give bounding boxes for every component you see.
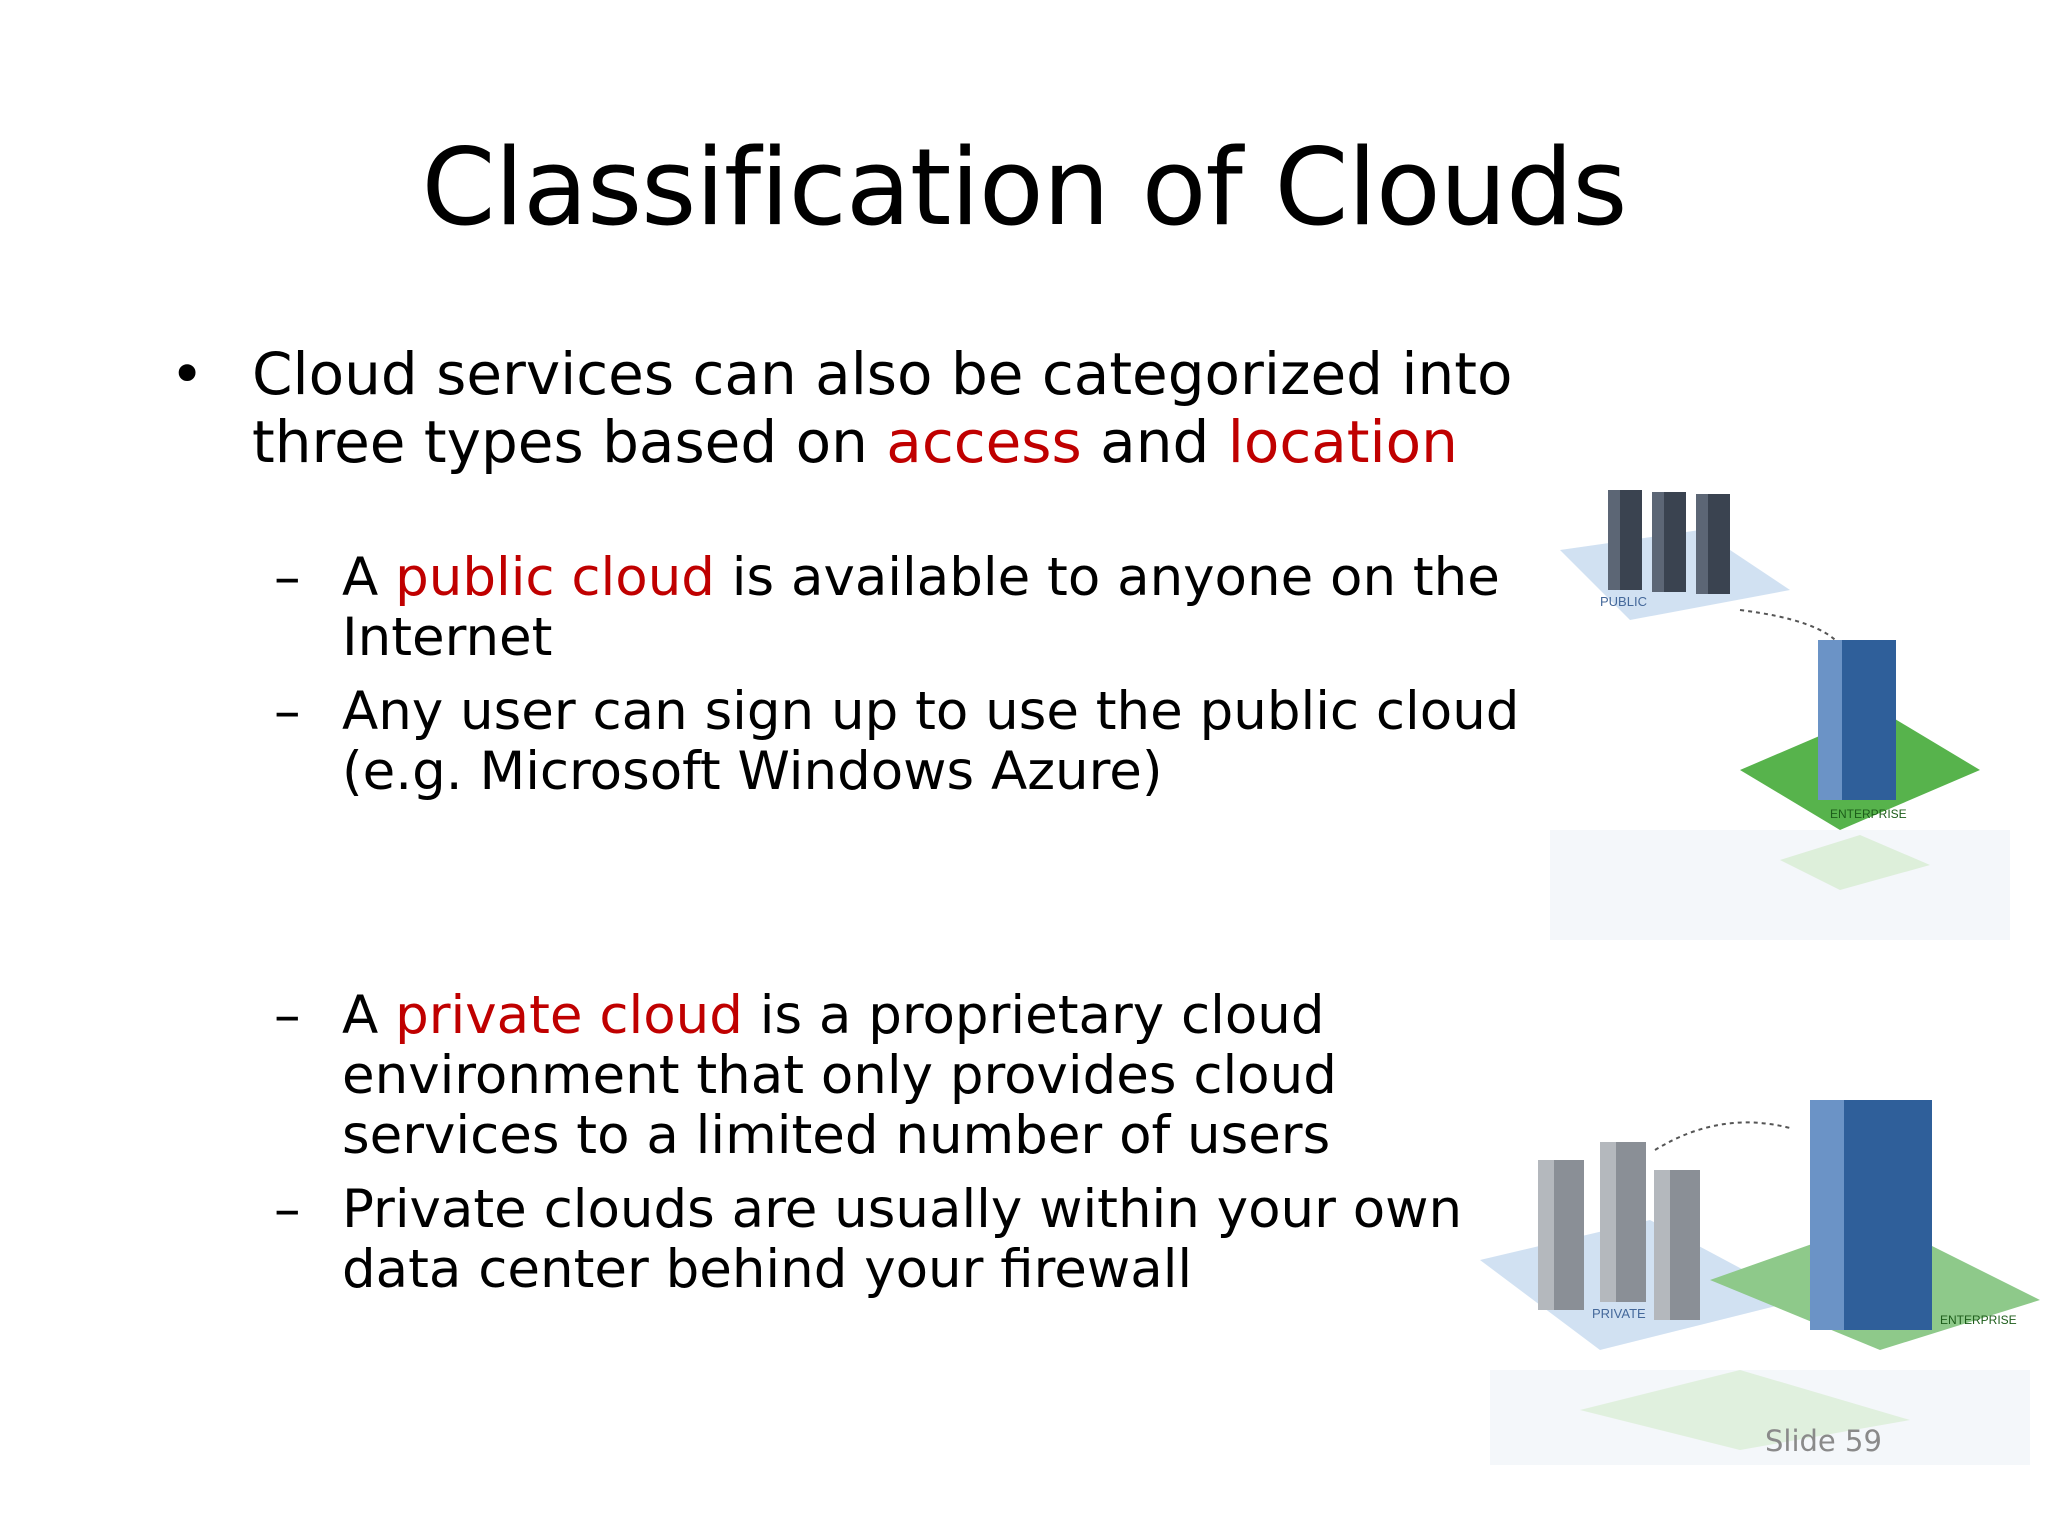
dash-marker: – <box>274 681 301 742</box>
slide-number: Slide 59 <box>1765 1424 1882 1458</box>
subbullet-private-location: – Private clouds are usually within your… <box>170 1180 1530 1300</box>
building-icon <box>1810 1100 1932 1330</box>
keyword-location: location <box>1227 408 1458 476</box>
connection-arrow-icon <box>1739 609 1841 646</box>
subbullet-text: is available to anyone on the Internet <box>342 547 1500 668</box>
bullet-text-part2: and <box>1081 408 1228 476</box>
keyword-access: access <box>886 408 1082 476</box>
subbullet-private-definition: – A private cloud is a proprietary cloud… <box>170 986 1530 1166</box>
subbullet-public-signup: – Any user can sign up to use the public… <box>170 682 1530 802</box>
subbullet-text: is a proprietary cloud environment that … <box>342 985 1337 1166</box>
bullet-text-part1: Cloud services can also be categorized i… <box>252 340 1513 476</box>
server-rack-icon <box>1654 1170 1700 1320</box>
bullet-marker: • <box>170 340 205 408</box>
server-rack-icon <box>1538 1160 1584 1310</box>
public-label: PUBLIC <box>1600 594 1647 609</box>
dash-marker: – <box>274 985 301 1046</box>
reflection-shadow <box>1550 830 2010 940</box>
server-rack-icon <box>1696 494 1730 594</box>
dash-marker: – <box>274 1179 301 1240</box>
subbullet-public-definition: – A public cloud is available to anyone … <box>170 548 1530 668</box>
reflection-icon <box>1780 835 1930 890</box>
connection-arrow-icon <box>1654 1121 1791 1151</box>
slide-body: • Cloud services can also be categorized… <box>170 340 1530 1314</box>
server-rack-icon <box>1600 1142 1646 1302</box>
subbullet-text: Any user can sign up to use the public c… <box>342 681 1520 802</box>
subbullet-prefix: A <box>342 985 396 1046</box>
building-icon <box>1818 640 1896 800</box>
private-label: PRIVATE <box>1592 1306 1646 1321</box>
slide-title: Classification of Clouds <box>421 126 1628 249</box>
bullet-main: • Cloud services can also be categorized… <box>170 340 1530 476</box>
enterprise-label: ENTERPRISE <box>1830 807 1907 821</box>
server-rack-icon <box>1608 490 1642 590</box>
keyword-public-cloud: public cloud <box>395 547 715 608</box>
dash-marker: – <box>274 547 301 608</box>
subbullet-text: Private clouds are usually within your o… <box>342 1179 1463 1300</box>
public-cloud-illustration: PUBLIC ENTERPRISE <box>1550 490 2010 940</box>
reflection-icon <box>1580 1370 1910 1450</box>
subbullet-prefix: A <box>342 547 396 608</box>
private-cloud-illustration: PRIVATE ENTERPRISE <box>1480 1100 2040 1465</box>
keyword-private-cloud: private cloud <box>395 985 743 1046</box>
server-rack-icon <box>1652 492 1686 592</box>
enterprise-label: ENTERPRISE <box>1940 1313 2017 1327</box>
